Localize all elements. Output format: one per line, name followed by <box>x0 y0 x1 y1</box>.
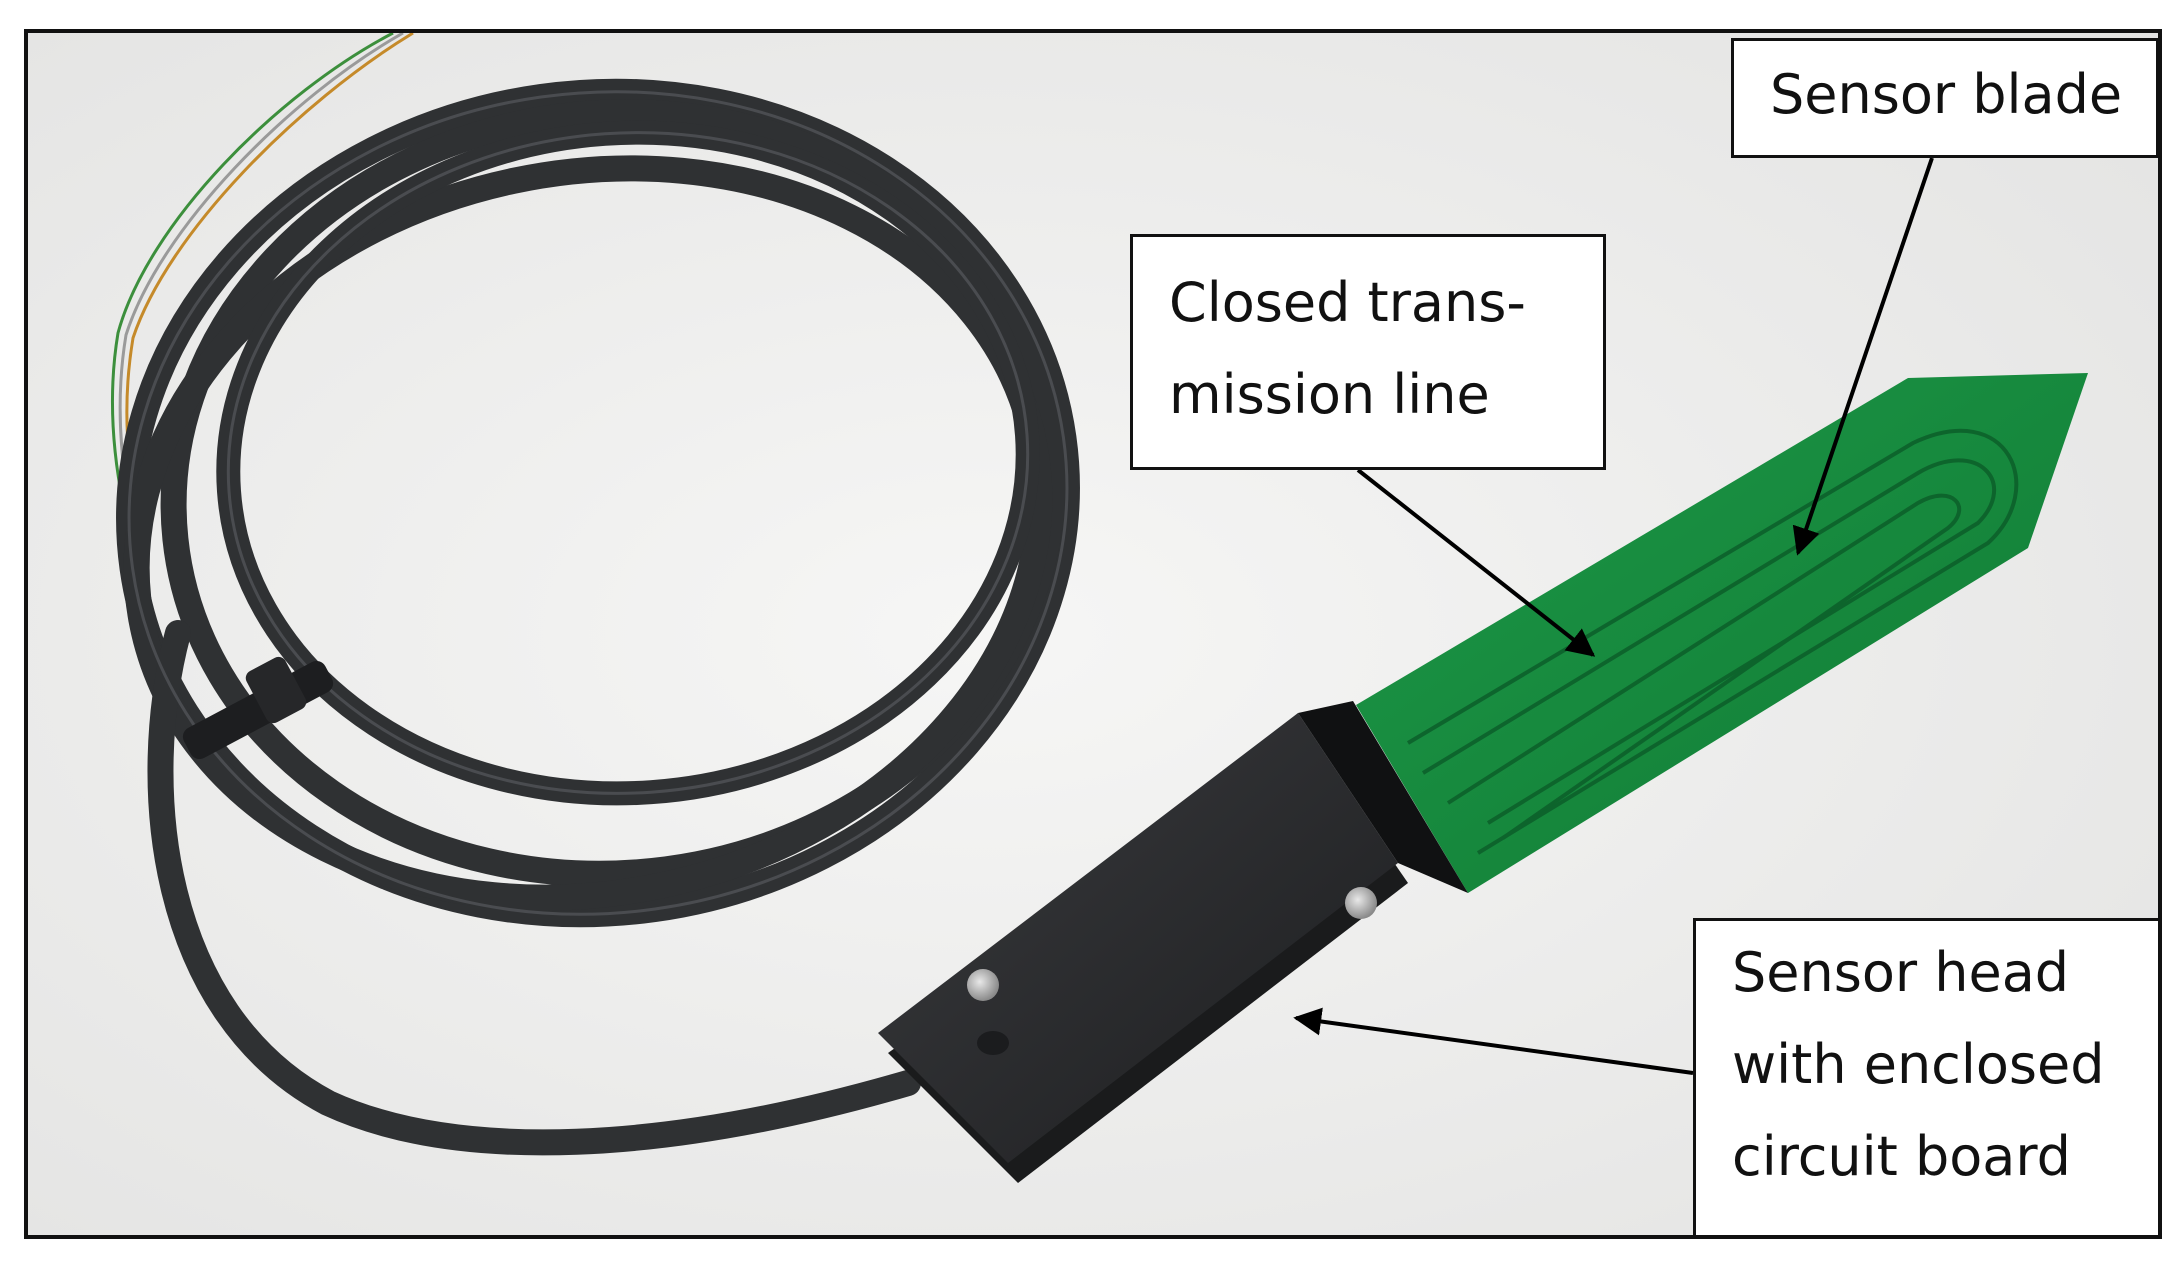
sensor-photo <box>28 33 2158 1235</box>
figure-frame: Sensor blade Closed trans- mission line … <box>24 29 2162 1239</box>
arrow-sensor-blade <box>1792 157 1934 556</box>
callout-sensor-head: Sensor head with enclosed circuit board <box>1693 918 2158 1235</box>
callout-transmission-line: Closed trans- mission line <box>1130 234 1606 470</box>
callout-arrows <box>1293 157 1934 1075</box>
sensor-blade <box>1356 373 2088 893</box>
sensor-head <box>878 701 1468 1183</box>
cable-tie <box>182 656 334 760</box>
callout-sensor-blade: Sensor blade <box>1731 38 2158 158</box>
arrow-sensor-head <box>1293 1007 1694 1075</box>
label-transmission-line-1: Closed trans- <box>1169 271 1526 334</box>
label-sensor-head-2: with enclosed <box>1732 1033 2105 1096</box>
coiled-cable <box>116 78 1080 1156</box>
label-sensor-head-3: circuit board <box>1732 1125 2071 1188</box>
label-transmission-line-2: mission line <box>1169 363 1490 426</box>
arrow-transmission-line <box>1356 468 1596 657</box>
label-sensor-head-1: Sensor head <box>1732 941 2070 1004</box>
label-sensor-blade: Sensor blade <box>1770 63 2123 126</box>
